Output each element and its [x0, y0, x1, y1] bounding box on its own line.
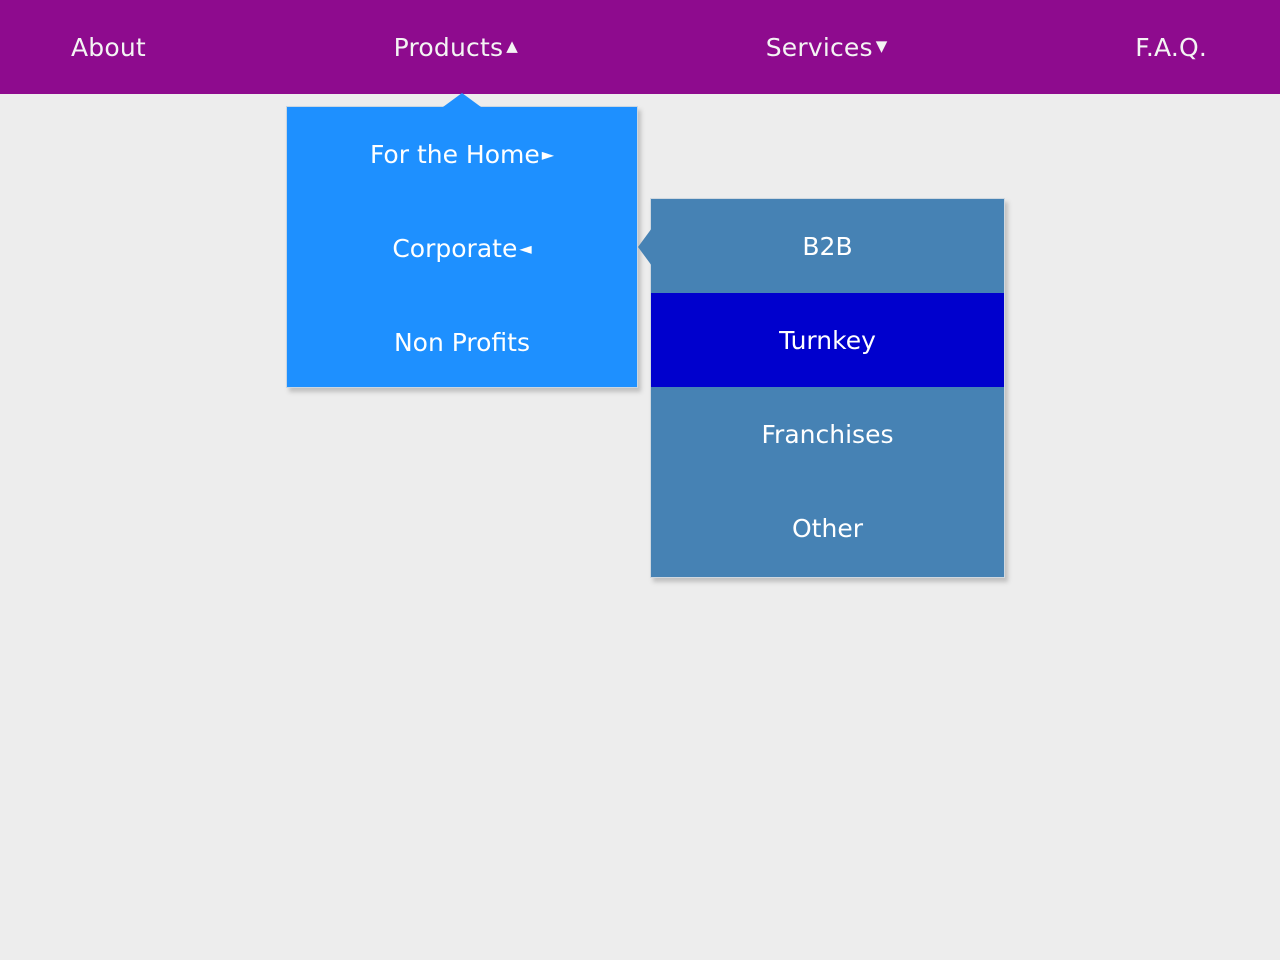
- menu-level1-pointer-up-icon: [443, 93, 481, 107]
- nav-item-products-label: Products: [393, 32, 504, 62]
- menu-level2-item-turnkey[interactable]: Turnkey: [651, 293, 1004, 387]
- menu-level2-pointer-left-icon: [638, 228, 652, 266]
- nav-item-faq-label: F.A.Q.: [1135, 32, 1207, 62]
- menu-level1-item-for-the-home-label: For the Home: [369, 139, 540, 169]
- caret-right-icon: ►: [541, 145, 555, 164]
- menu-level1-item-corporate-label: Corporate: [392, 233, 518, 263]
- menu-level1-item-non-profits[interactable]: Non Profits: [287, 295, 637, 389]
- top-navigation-bar: About Products ▲ Services ▼ F.A.Q.: [0, 0, 1280, 94]
- caret-down-icon: ▼: [875, 36, 888, 55]
- nav-item-products[interactable]: Products ▲: [394, 35, 518, 60]
- caret-up-icon: ▲: [506, 36, 518, 55]
- menu-level2-item-b2b-label: B2B: [802, 231, 853, 261]
- menu-level2-item-b2b[interactable]: B2B: [651, 199, 1004, 293]
- menu-level2-item-franchises[interactable]: Franchises: [651, 387, 1004, 481]
- menu-level1-item-non-profits-label: Non Profits: [393, 327, 531, 357]
- menu-level1-item-corporate[interactable]: Corporate ◄: [287, 201, 637, 295]
- menu-level1-panel: For the Home ► Corporate ◄ Non Profits: [286, 106, 638, 388]
- menu-level2-item-other-label: Other: [792, 513, 863, 543]
- nav-item-services[interactable]: Services ▼: [766, 35, 888, 60]
- nav-item-about-label: About: [71, 32, 146, 62]
- menu-level1-item-for-the-home[interactable]: For the Home ►: [287, 107, 637, 201]
- nav-item-services-label: Services: [765, 32, 873, 62]
- nav-item-about[interactable]: About: [71, 35, 146, 60]
- menu-level2-item-franchises-label: Franchises: [761, 419, 894, 449]
- menu-level2-item-turnkey-label: Turnkey: [779, 325, 876, 355]
- menu-level2-panel: B2B Turnkey Franchises Other: [650, 198, 1005, 578]
- menu-level2-item-other[interactable]: Other: [651, 481, 1004, 575]
- nav-item-faq[interactable]: F.A.Q.: [1135, 35, 1207, 60]
- caret-left-icon: ◄: [519, 239, 532, 258]
